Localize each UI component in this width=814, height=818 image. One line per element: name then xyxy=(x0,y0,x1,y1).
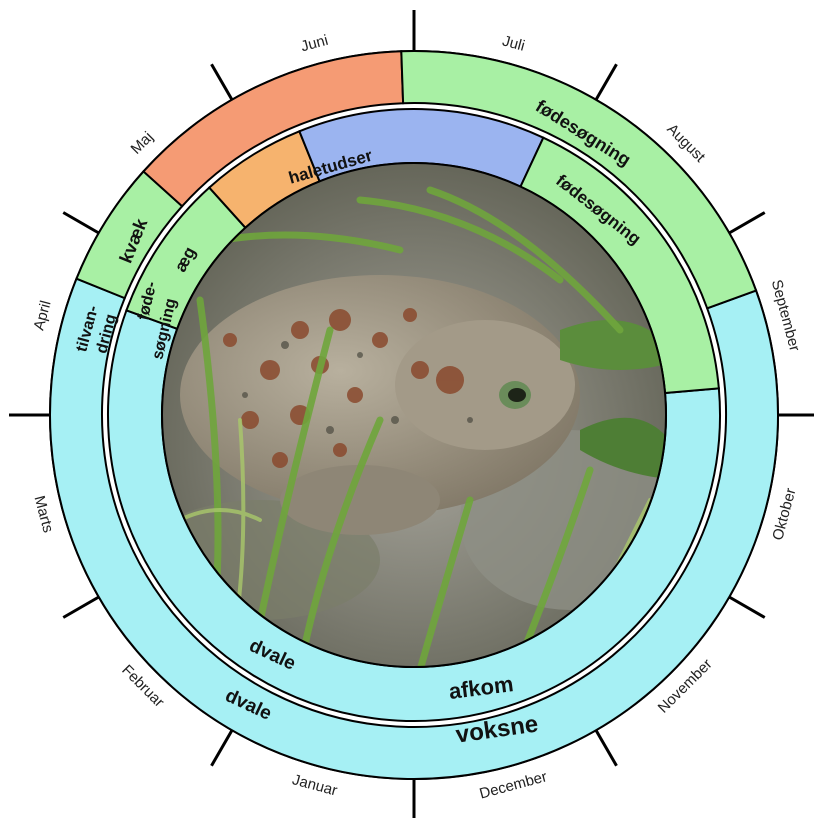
month-label-marts: Marts xyxy=(31,494,57,535)
month-tick xyxy=(596,64,617,100)
month-tick xyxy=(212,64,233,100)
month-label-januar: Januar xyxy=(290,771,339,799)
month-label-december: December xyxy=(478,768,549,802)
month-tick xyxy=(596,730,617,766)
toad-head xyxy=(395,320,575,450)
month-tick xyxy=(729,213,765,234)
month-tick xyxy=(63,213,99,234)
month-label-maj: Maj xyxy=(128,129,157,158)
month-label-oktober: Oktober xyxy=(769,486,799,542)
month-tick xyxy=(729,597,765,618)
month-label-april: April xyxy=(30,299,54,332)
month-label-juni: Juni xyxy=(299,32,330,56)
month-tick xyxy=(212,730,233,766)
month-tick xyxy=(63,597,99,618)
month-label-juli: Juli xyxy=(500,32,526,54)
month-label-september: September xyxy=(768,278,803,353)
